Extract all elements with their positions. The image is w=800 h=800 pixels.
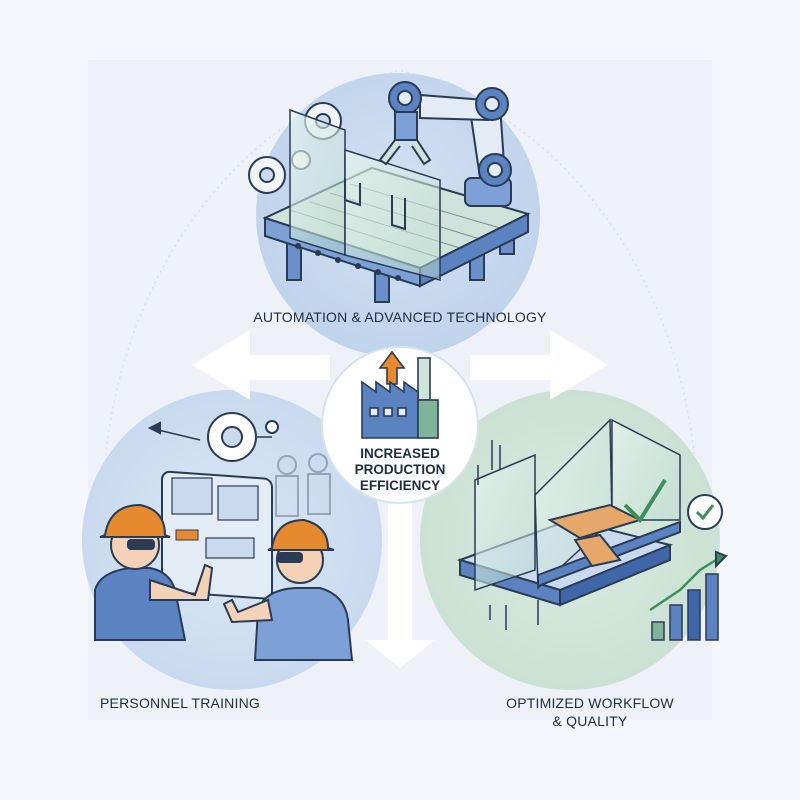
- background-arc: [102, 69, 698, 641]
- workflow-quality-icon: [456, 418, 728, 641]
- optimized-label-line1: OPTIMIZED WORKFLOW: [506, 695, 674, 711]
- check-icon: [623, 478, 667, 524]
- bar-chart-icon: [651, 573, 719, 641]
- personnel-label: PERSONNEL TRAINING: [100, 695, 260, 711]
- optimized-label-line2: & QUALITY: [552, 713, 628, 729]
- check-badge-icon: [687, 494, 723, 530]
- center-line-1: INCREASED: [360, 446, 440, 461]
- center-line-2: PRODUCTION: [354, 462, 446, 477]
- center-title: INCREASED PRODUCTION EFFICIENCY: [322, 446, 478, 494]
- workers-training-icon: [94, 412, 354, 661]
- robotic-arm-conveyor-icon: [248, 81, 531, 303]
- optimized-label: OPTIMIZED WORKFLOW & QUALITY: [470, 694, 710, 730]
- automation-label: AUTOMATION & ADVANCED TECHNOLOGY: [253, 309, 547, 325]
- factory-arrow-up-icon: [361, 350, 439, 439]
- flow-arrows: [192, 330, 608, 668]
- center-line-3: EFFICIENCY: [359, 478, 441, 493]
